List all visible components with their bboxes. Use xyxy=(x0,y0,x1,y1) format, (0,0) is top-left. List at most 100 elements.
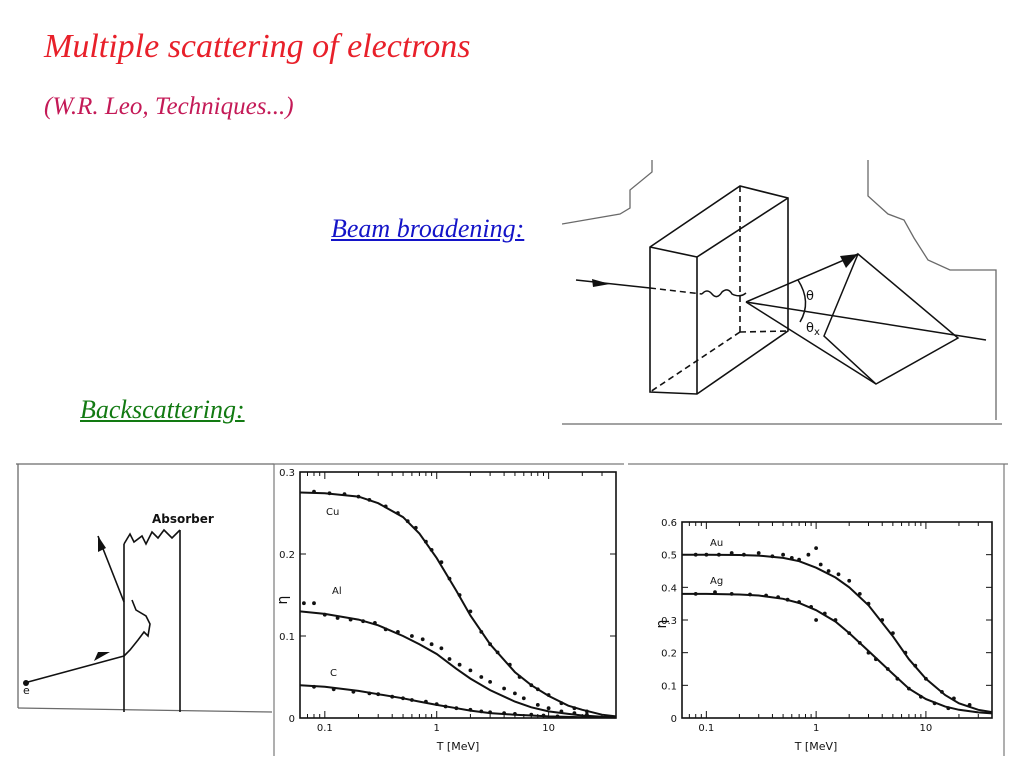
data-point-ag xyxy=(874,657,878,662)
data-point-c xyxy=(331,687,336,692)
y-tick-label: 0.5 xyxy=(661,551,677,562)
series-curve-al xyxy=(299,610,617,719)
scan-edge-outline xyxy=(16,463,274,713)
plot-frame xyxy=(299,471,617,719)
data-point-ag xyxy=(693,592,698,596)
data-point-au xyxy=(952,696,956,701)
data-point-al xyxy=(546,706,551,711)
beam-broadening-figure: θ θx xyxy=(562,152,1004,426)
data-point-cu xyxy=(488,642,492,647)
data-point-al xyxy=(521,696,526,701)
data-point-cu xyxy=(383,504,388,509)
absorber-label: Absorber xyxy=(152,512,214,526)
data-point-ag xyxy=(814,618,818,622)
data-point-ag xyxy=(932,701,937,706)
data-point-ag xyxy=(857,641,862,645)
y-tick-label: 0 xyxy=(289,714,295,725)
incoming-beam-arrow xyxy=(592,279,610,287)
y-tick-label: 0.2 xyxy=(661,649,677,660)
data-point-cu xyxy=(356,494,361,499)
data-point-au xyxy=(717,552,721,557)
data-point-au xyxy=(756,551,761,555)
y-tick-label: 0.6 xyxy=(661,518,677,529)
incoming-electron-arrow xyxy=(94,652,110,661)
data-point-cu xyxy=(585,709,589,714)
data-point-al xyxy=(457,662,462,667)
theta-x-subscript: x xyxy=(814,327,820,338)
absorber-block xyxy=(123,528,181,712)
data-point-c xyxy=(401,696,405,701)
data-point-al xyxy=(572,711,577,715)
data-point-al xyxy=(535,703,540,707)
data-point-al xyxy=(396,630,400,634)
data-point-c xyxy=(454,706,459,711)
data-point-al xyxy=(312,601,316,606)
data-point-c xyxy=(468,707,473,712)
data-point-au xyxy=(826,569,831,573)
slide-title: Multiple scattering of electrons xyxy=(44,28,471,65)
data-point-cu xyxy=(468,609,473,614)
data-point-cu xyxy=(429,548,434,552)
data-point-ag xyxy=(946,706,951,711)
data-point-au xyxy=(836,572,841,577)
scattered-beam-arrow xyxy=(840,254,858,268)
data-point-c xyxy=(502,711,506,715)
data-point-ag xyxy=(713,590,717,595)
chart-y-axis-label: η xyxy=(654,620,670,629)
data-point-au xyxy=(866,601,871,606)
data-point-c xyxy=(488,710,492,715)
data-point-au xyxy=(967,703,972,707)
absorber-slab xyxy=(649,185,789,395)
chart-x-axis-label: T [MeV] xyxy=(794,740,838,753)
data-point-c xyxy=(424,699,428,704)
data-point-au xyxy=(940,690,944,694)
data-point-cu xyxy=(413,525,418,530)
series-curve-au xyxy=(682,553,993,714)
data-point-ag xyxy=(866,650,871,655)
data-point-ag xyxy=(748,592,752,597)
data-point-c xyxy=(443,704,448,709)
data-point-al xyxy=(348,617,353,622)
electron-dot xyxy=(23,680,29,686)
data-point-au xyxy=(704,552,709,557)
series-curve-cu xyxy=(299,491,617,718)
x-tick-label: 10 xyxy=(920,723,933,734)
data-point-al xyxy=(447,657,452,661)
data-point-au xyxy=(693,552,698,557)
data-point-c xyxy=(367,691,372,696)
beam-broadening-caption: Beam broadening: xyxy=(331,214,525,243)
data-point-ag xyxy=(809,605,813,609)
data-point-au xyxy=(818,562,823,567)
data-point-al xyxy=(488,680,492,684)
data-point-al xyxy=(585,712,589,717)
data-point-cu xyxy=(457,593,462,597)
data-point-ag xyxy=(907,686,911,691)
data-point-au xyxy=(797,557,801,562)
data-point-c xyxy=(479,709,484,714)
data-point-cu xyxy=(517,675,522,679)
theta-x-symbol: θ xyxy=(806,321,814,336)
data-point-cu xyxy=(495,650,500,655)
absorber-drawing: e Absorber xyxy=(16,463,274,713)
data-point-au xyxy=(781,552,785,557)
data-point-cu xyxy=(424,539,428,544)
data-point-al xyxy=(513,691,517,696)
data-point-cu xyxy=(546,693,551,697)
data-point-au xyxy=(891,631,895,635)
data-point-au xyxy=(924,676,928,681)
data-point-al xyxy=(322,612,327,617)
data-point-ag xyxy=(764,593,768,598)
x-tick-label: 0.1 xyxy=(317,723,333,734)
absorber-figure: e Absorber xyxy=(14,462,276,714)
data-point-cu xyxy=(312,489,316,494)
theta-label: θ xyxy=(806,289,814,304)
data-point-al xyxy=(439,646,444,651)
data-point-ag xyxy=(847,631,852,635)
data-point-au xyxy=(806,552,811,557)
data-point-cu xyxy=(342,492,347,496)
electron-tracks xyxy=(27,535,151,683)
data-point-c xyxy=(390,694,395,699)
x-tick-label: 10 xyxy=(542,723,555,734)
series-label-au: Au xyxy=(710,538,723,549)
